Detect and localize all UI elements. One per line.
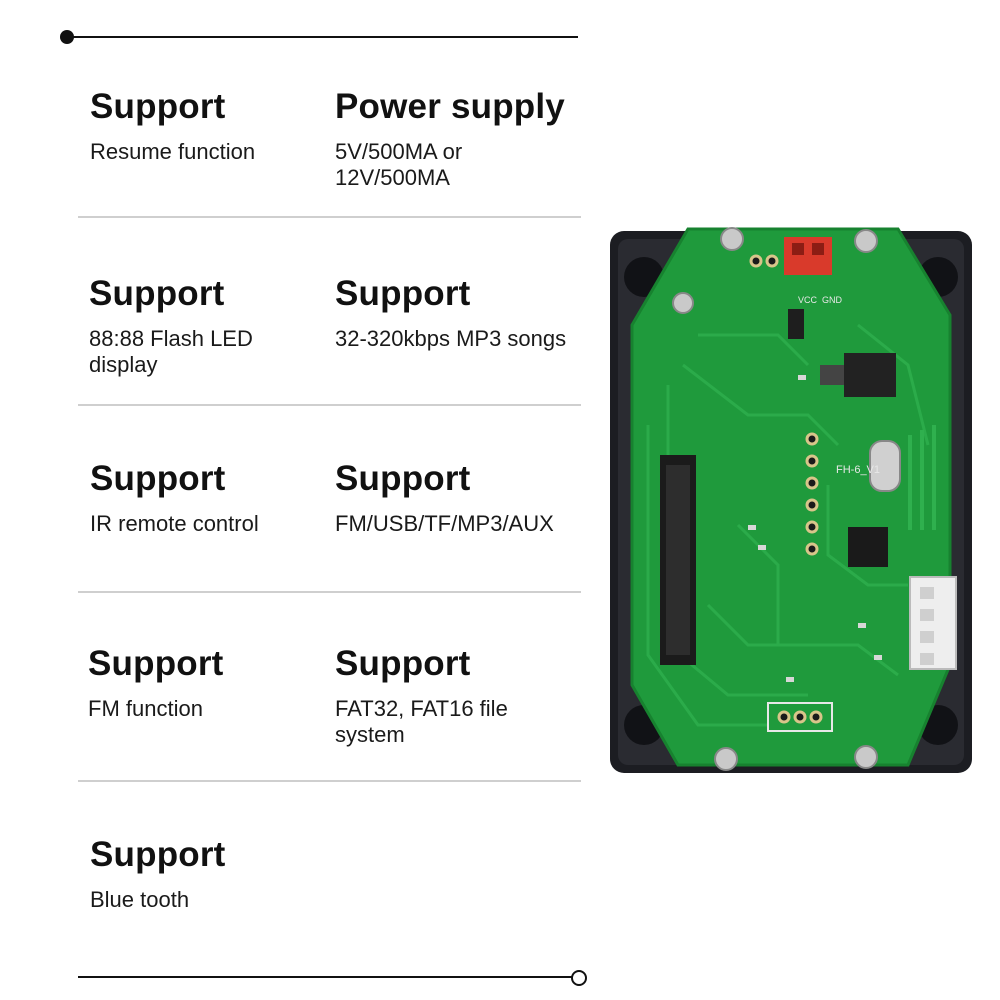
- feature-heading: Support: [335, 459, 471, 498]
- main-ic-chip: [848, 527, 888, 567]
- feature-heading: Support: [90, 835, 226, 874]
- feature-heading: Support: [89, 274, 225, 313]
- row-divider: [78, 780, 581, 782]
- feature-detail: 5V/500MA or 12V/500MA: [335, 139, 463, 190]
- feature-heading: Support: [88, 644, 224, 683]
- feature-detail: FM function: [88, 696, 203, 721]
- feature-detail: FAT32, FAT16 file system: [335, 696, 508, 747]
- feature-file-system: Support FAT32, FAT16 file system: [335, 644, 555, 748]
- pin-label-vcc: VCC: [798, 295, 818, 305]
- j3-outline: [767, 702, 833, 732]
- timeline-end-dot: [571, 970, 587, 986]
- feature-heading: Support: [335, 644, 471, 683]
- feature-sources: Support FM/USB/TF/MP3/AUX: [335, 459, 600, 537]
- pcb-model-label: FH-6_V1: [836, 464, 880, 476]
- header-holes: [749, 254, 823, 724]
- feature-detail: 32-320kbps MP3 songs: [335, 326, 567, 351]
- red-power-connector: [784, 237, 832, 275]
- voltage-regulator: [844, 353, 896, 397]
- white-connector-pins: [920, 587, 934, 665]
- feature-bluetooth: Support Blue tooth: [90, 835, 350, 913]
- screw-group: [672, 227, 878, 771]
- feature-led-display: Support 88:88 Flash LED display: [89, 274, 299, 378]
- row-divider: [78, 216, 581, 218]
- feature-detail: IR remote control: [90, 511, 259, 536]
- smd-components: [748, 375, 882, 682]
- pcb-module-image: FH-6_V1 GND VCC: [610, 227, 972, 773]
- feature-ir-remote: Support IR remote control: [90, 459, 350, 537]
- feature-detail: Blue tooth: [90, 887, 190, 912]
- feature-heading: Support: [335, 274, 471, 313]
- feature-detail: FM/USB/TF/MP3/AUX: [335, 511, 554, 536]
- crystal-oscillator: [869, 440, 901, 492]
- feature-fm: Support FM function: [88, 644, 348, 722]
- feature-heading: Support: [90, 87, 226, 126]
- diode-component: [788, 309, 804, 339]
- feature-heading: Power supply: [335, 87, 565, 126]
- feature-heading: Support: [90, 459, 226, 498]
- bluetooth-antenna: [908, 425, 936, 530]
- feature-mp3-bitrate: Support 32-320kbps MP3 songs: [335, 274, 605, 352]
- row-divider: [78, 404, 581, 406]
- timeline-bottom-line: [78, 976, 572, 978]
- feature-power-supply: Power supply 5V/500MA or 12V/500MA: [335, 87, 585, 191]
- feature-resume: Support Resume function: [90, 87, 350, 165]
- pin-label-gnd: GND: [822, 295, 843, 305]
- feature-detail: 88:88 Flash LED display: [89, 326, 253, 377]
- row-divider: [78, 591, 581, 593]
- timeline-top-line: [66, 36, 578, 38]
- feature-detail: Resume function: [90, 139, 256, 164]
